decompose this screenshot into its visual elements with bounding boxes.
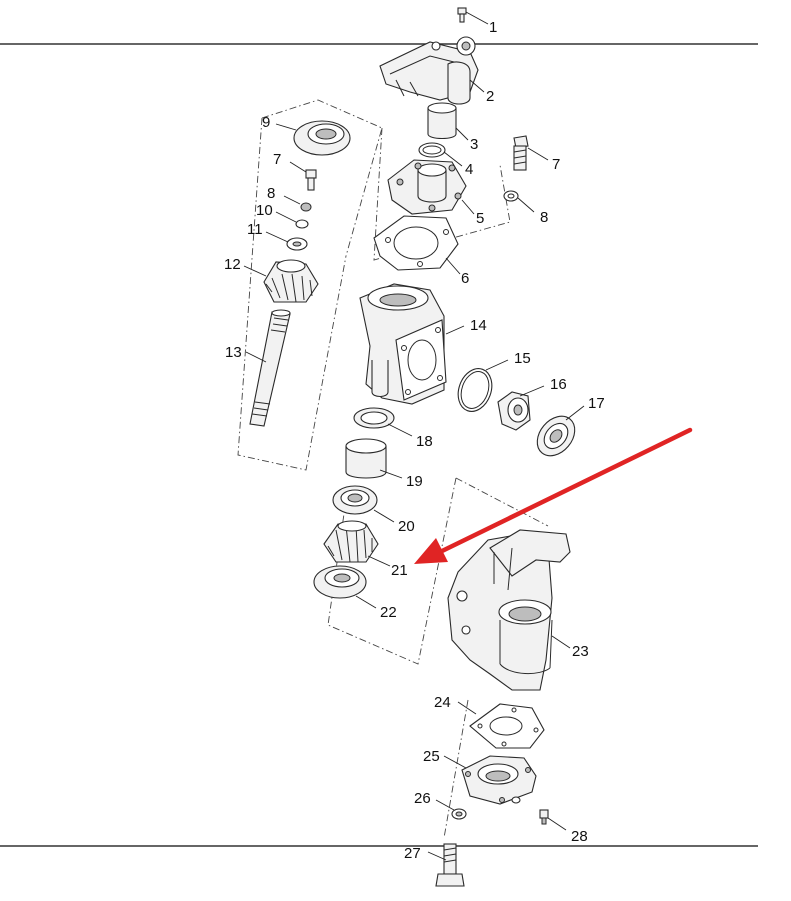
part-14-housing xyxy=(359,283,447,405)
callout-27: 27 xyxy=(404,845,421,862)
callout-19: 19 xyxy=(406,473,423,490)
part-24-gasket xyxy=(469,703,545,749)
callout-23: 23 xyxy=(572,643,589,660)
part-28-grease-fitting xyxy=(539,809,549,825)
callout-6: 6 xyxy=(461,270,469,287)
part-7-bolt-left xyxy=(305,169,317,191)
callout-1: 1 xyxy=(489,19,497,36)
callout-24: 24 xyxy=(434,694,451,711)
part-21-bevel-gear xyxy=(323,520,379,563)
part-8-nut-left xyxy=(300,202,312,212)
part-22-bearing xyxy=(313,565,367,599)
part-10-washer xyxy=(295,219,309,229)
callout-15: 15 xyxy=(514,350,531,367)
callout-12: 12 xyxy=(224,256,241,273)
callout-18: 18 xyxy=(416,433,433,450)
part-6-gasket xyxy=(373,215,459,271)
callout-2: 2 xyxy=(486,88,494,105)
part-9-bearing xyxy=(293,120,351,156)
callout-14: 14 xyxy=(470,317,487,334)
part-27-bolt xyxy=(435,843,465,887)
part-4-o-ring xyxy=(418,142,446,158)
callout-7-right: 7 xyxy=(552,156,560,173)
part-8-washer-right xyxy=(503,190,519,202)
part-12-bevel-gear xyxy=(263,259,319,303)
callout-21: 21 xyxy=(391,562,408,579)
callout-4: 4 xyxy=(465,161,473,178)
callout-22: 22 xyxy=(380,604,397,621)
callout-9: 9 xyxy=(262,114,270,131)
part-18-seal xyxy=(353,407,395,429)
part-20-bearing xyxy=(332,485,378,515)
callout-13: 13 xyxy=(225,344,242,361)
part-19-sleeve xyxy=(345,438,387,479)
part-13-shaft xyxy=(249,309,291,427)
callout-11: 11 xyxy=(247,221,263,238)
callout-25: 25 xyxy=(423,748,440,765)
part-7-bolt-right xyxy=(513,135,529,171)
callout-28: 28 xyxy=(571,828,588,845)
red-arrow-icon xyxy=(414,427,693,564)
part-17-bearing xyxy=(536,415,576,457)
callout-labels: 1 2 3 4 5 6 7 7 8 8 9 10 11 12 13 14 15 … xyxy=(224,19,605,862)
callout-8-right: 8 xyxy=(540,209,548,226)
part-2-bracket xyxy=(379,36,479,105)
part-5-flange-cover xyxy=(387,159,467,215)
part-16-pinion-gear xyxy=(497,391,531,431)
callout-26: 26 xyxy=(414,790,431,807)
part-23-knuckle-housing xyxy=(447,529,571,691)
part-11-washer xyxy=(286,237,308,251)
part-15-o-ring xyxy=(457,368,493,412)
callout-20: 20 xyxy=(398,518,415,535)
callout-8-left: 8 xyxy=(267,185,275,202)
part-1-screw xyxy=(457,7,467,23)
callout-7-left: 7 xyxy=(273,151,281,168)
part-26-washer xyxy=(451,808,467,820)
callout-17: 17 xyxy=(588,395,605,412)
callout-3: 3 xyxy=(470,136,478,153)
leader-lines xyxy=(243,11,585,861)
callout-16: 16 xyxy=(550,376,567,393)
part-25-flange-cap xyxy=(461,755,537,805)
part-3-bushing xyxy=(427,102,457,140)
callout-10: 10 xyxy=(256,202,273,219)
callout-5: 5 xyxy=(476,210,484,227)
